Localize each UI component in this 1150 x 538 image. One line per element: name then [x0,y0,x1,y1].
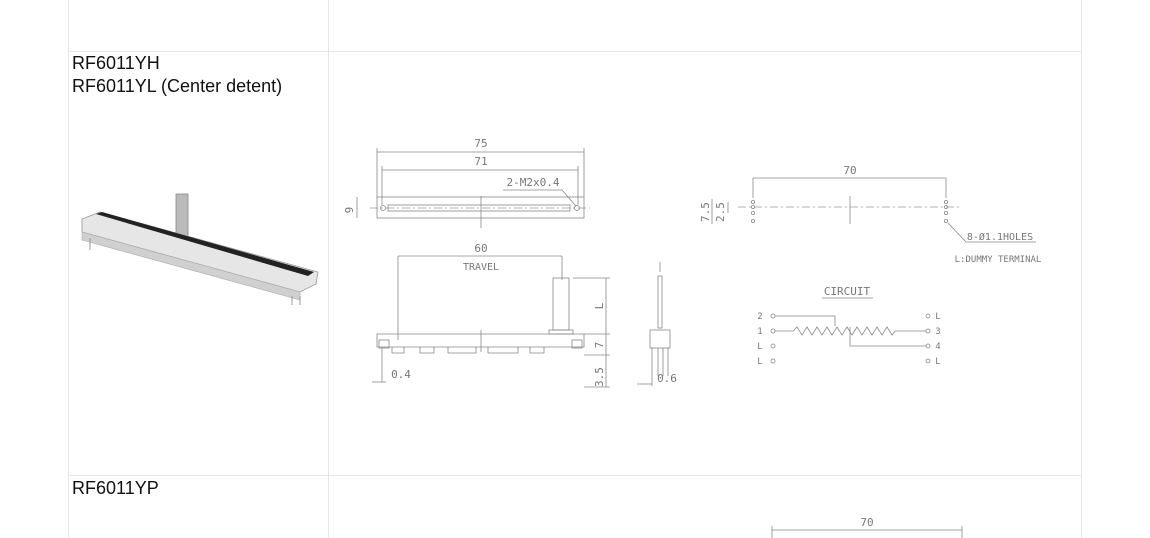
svg-text:L: L [935,357,940,367]
row-divider [68,51,1082,52]
svg-text:2-M2x0.4: 2-M2x0.4 [507,176,560,189]
front-view-drawing: 60 TRAVEL 0.4 L 7 3.5 [372,242,610,388]
row-divider [68,475,1082,476]
svg-text:60: 60 [474,242,487,255]
svg-text:0.4: 0.4 [391,368,411,381]
top-view-drawing: 75 71 2-M2x0.4 9 [343,137,590,228]
table-border-right [1081,0,1082,538]
svg-text:2.5: 2.5 [714,202,727,222]
svg-text:CIRCUIT: CIRCUIT [824,285,871,298]
svg-text:3.5: 3.5 [593,367,606,387]
svg-text:2: 2 [757,312,762,322]
svg-text:L: L [757,357,762,367]
model-name: RF6011YP [72,478,159,498]
svg-text:L: L [593,302,606,309]
svg-text:9: 9 [343,207,356,214]
model-name: RF6011YH [72,53,160,73]
svg-text:75: 75 [474,137,487,150]
pcb-layout-drawing: 70 7.5 2.5 8-Ø1.1HOLES L:DUMMY TERMINAL [699,164,1041,265]
svg-text:TRAVEL: TRAVEL [463,262,499,273]
side-view-drawing: 0.6 [637,262,677,386]
next-row-drawing: 70 [771,516,963,538]
svg-text:0.6: 0.6 [657,372,677,385]
svg-text:8-Ø1.1HOLES: 8-Ø1.1HOLES [967,231,1033,243]
svg-text:L:DUMMY TERMINAL: L:DUMMY TERMINAL [955,255,1042,265]
model-cell-rf6011yp: RF6011YP [72,477,159,500]
fader-product-photo [81,193,319,305]
svg-text:71: 71 [474,155,487,168]
svg-text:3: 3 [935,327,940,337]
table-border-left [68,0,69,538]
svg-text:L: L [935,312,940,322]
model-name: RF6011YL (Center detent) [72,76,283,96]
svg-text:4: 4 [935,342,940,352]
svg-text:L: L [757,342,762,352]
svg-text:70: 70 [843,164,856,177]
svg-text:7.5: 7.5 [699,202,712,222]
svg-text:1: 1 [757,327,762,337]
svg-text:70: 70 [860,516,873,529]
table-column-divider [328,0,329,538]
circuit-diagram: CIRCUIT 2 1 L L L 3 4 L [757,285,940,367]
svg-text:7: 7 [593,342,606,349]
model-cell-rf6011yh: RF6011YH RF6011YL (Center detent) [72,52,282,98]
